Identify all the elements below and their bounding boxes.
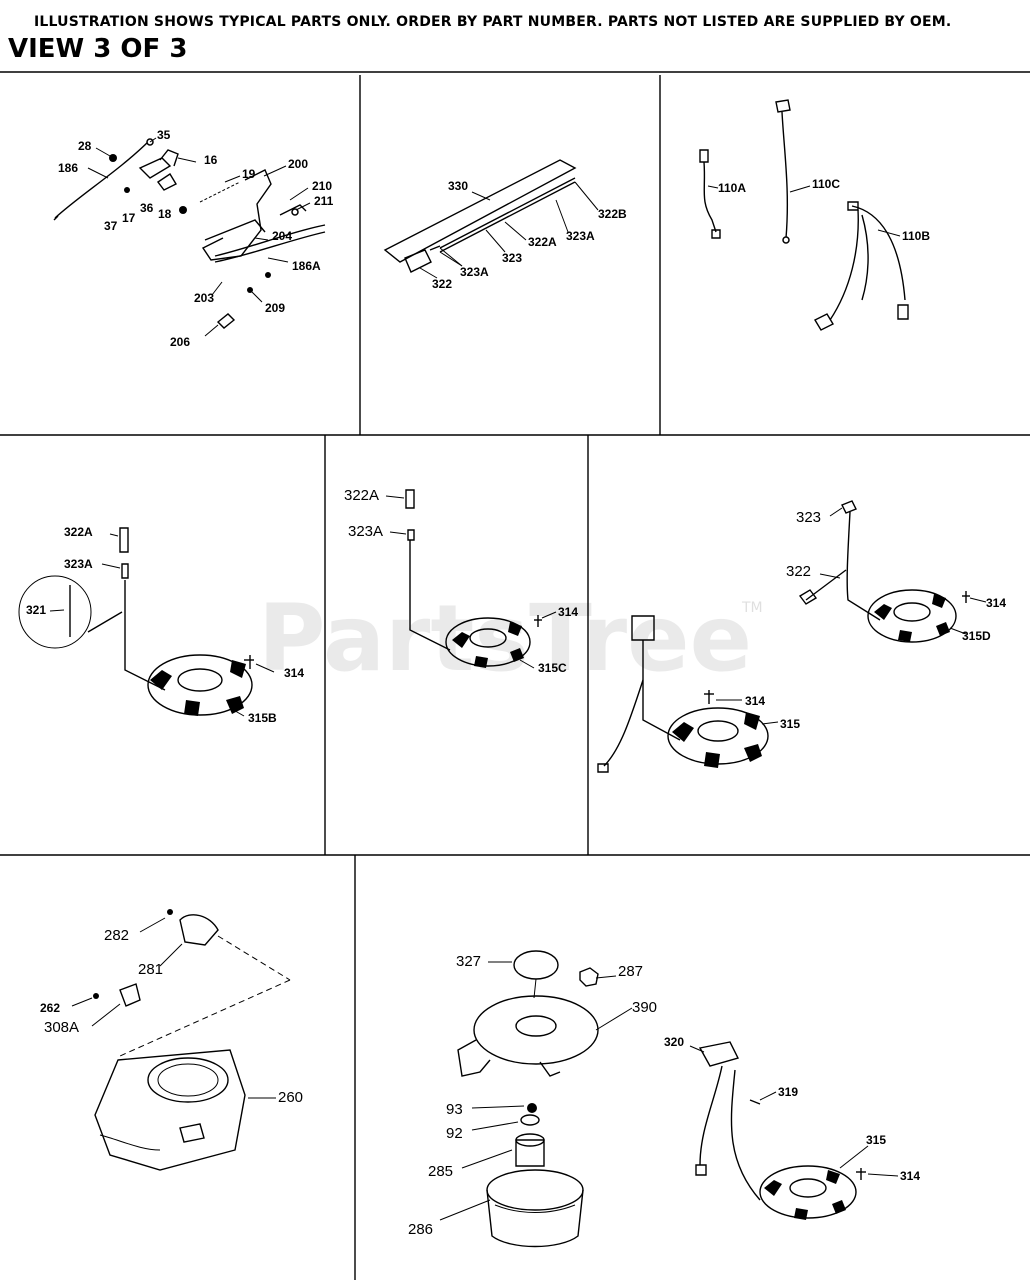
part-label: 92 [446,1125,463,1142]
panel-stator-c: 322A 323A 314 315C [344,487,578,675]
part-label: 19 [242,167,256,181]
part-label: 110C [812,177,840,191]
part-label: 287 [618,963,643,980]
part-label: 315D [962,629,991,643]
part-label: 16 [204,153,218,167]
part-label: 322B [598,207,627,221]
view-title: VIEW 3 OF 3 [8,34,188,64]
part-label: 206 [170,335,190,349]
part-label: 308A [44,1019,79,1036]
panel-rewind: 327 287 390 320 319 93 92 285 286 315 31… [408,950,920,1248]
part-label: 314 [900,1169,920,1183]
watermark-brand: PartsTree [258,585,752,692]
part-label: 35 [157,128,171,142]
part-label: 286 [408,1221,433,1238]
part-label: 262 [40,1001,60,1015]
part-label: 36 [140,201,154,215]
part-label: 323 [502,251,522,265]
panel-stator-b: 322A 323A 321 314 315B [18,525,304,725]
part-label: 37 [104,219,118,233]
part-label: 322A [528,235,557,249]
part-label: 322A [64,525,93,539]
part-label: 209 [265,301,285,315]
part-label: 210 [312,179,332,193]
part-label: 203 [194,291,214,305]
part-label: 260 [278,1089,303,1106]
part-label: 204 [272,229,292,243]
panel-dividers [0,71,1030,1280]
part-label: 282 [104,927,129,944]
part-label: 315 [780,717,800,731]
part-label: 327 [456,953,481,970]
part-label: 186A [292,259,321,273]
part-label: 315C [538,661,567,675]
part-label: 314 [558,605,578,619]
part-label: 323 [796,509,821,526]
part-label: 17 [122,211,136,225]
part-label: 314 [745,694,765,708]
part-label: 323A [348,523,383,540]
part-label: 281 [138,961,163,978]
part-label: 110B [902,229,930,243]
part-label: 323A [566,229,595,243]
part-label: 315B [248,711,277,725]
panel-governor: 28 35 186 16 19 200 210 211 37 17 36 18 … [53,128,334,349]
part-label: 322 [432,277,452,291]
part-label: 319 [778,1085,798,1099]
part-label: 93 [446,1101,463,1118]
panel-housing: 282 281 262 308A 260 [40,909,303,1171]
panel-wiring: 330 322B 323A 322A 323 323A 322 [383,159,627,291]
part-label: 110A [718,181,746,195]
part-label: 322A [344,487,379,504]
part-label: 314 [986,596,1006,610]
part-label: 285 [428,1163,453,1180]
part-label: 330 [448,179,468,193]
watermark-tm: TM [741,600,763,616]
part-label: 323A [460,265,489,279]
part-label: 322 [786,563,811,580]
part-label: 320 [664,1035,684,1049]
part-label: 315 [866,1133,886,1147]
part-label: 28 [78,139,92,153]
part-label: 321 [26,603,46,617]
part-label: 200 [288,157,308,171]
part-label: 323A [64,557,93,571]
header-note: ILLUSTRATION SHOWS TYPICAL PARTS ONLY. O… [34,14,952,30]
panel-stator-d: 323 322 314 315D 314 315 [597,500,1006,773]
part-label: 211 [314,194,334,208]
part-label: 18 [158,207,172,221]
panel-leads: 110A 110C 110B [699,99,930,331]
part-label: 390 [632,999,657,1016]
part-label: 186 [58,161,78,175]
part-label: 314 [284,666,304,680]
